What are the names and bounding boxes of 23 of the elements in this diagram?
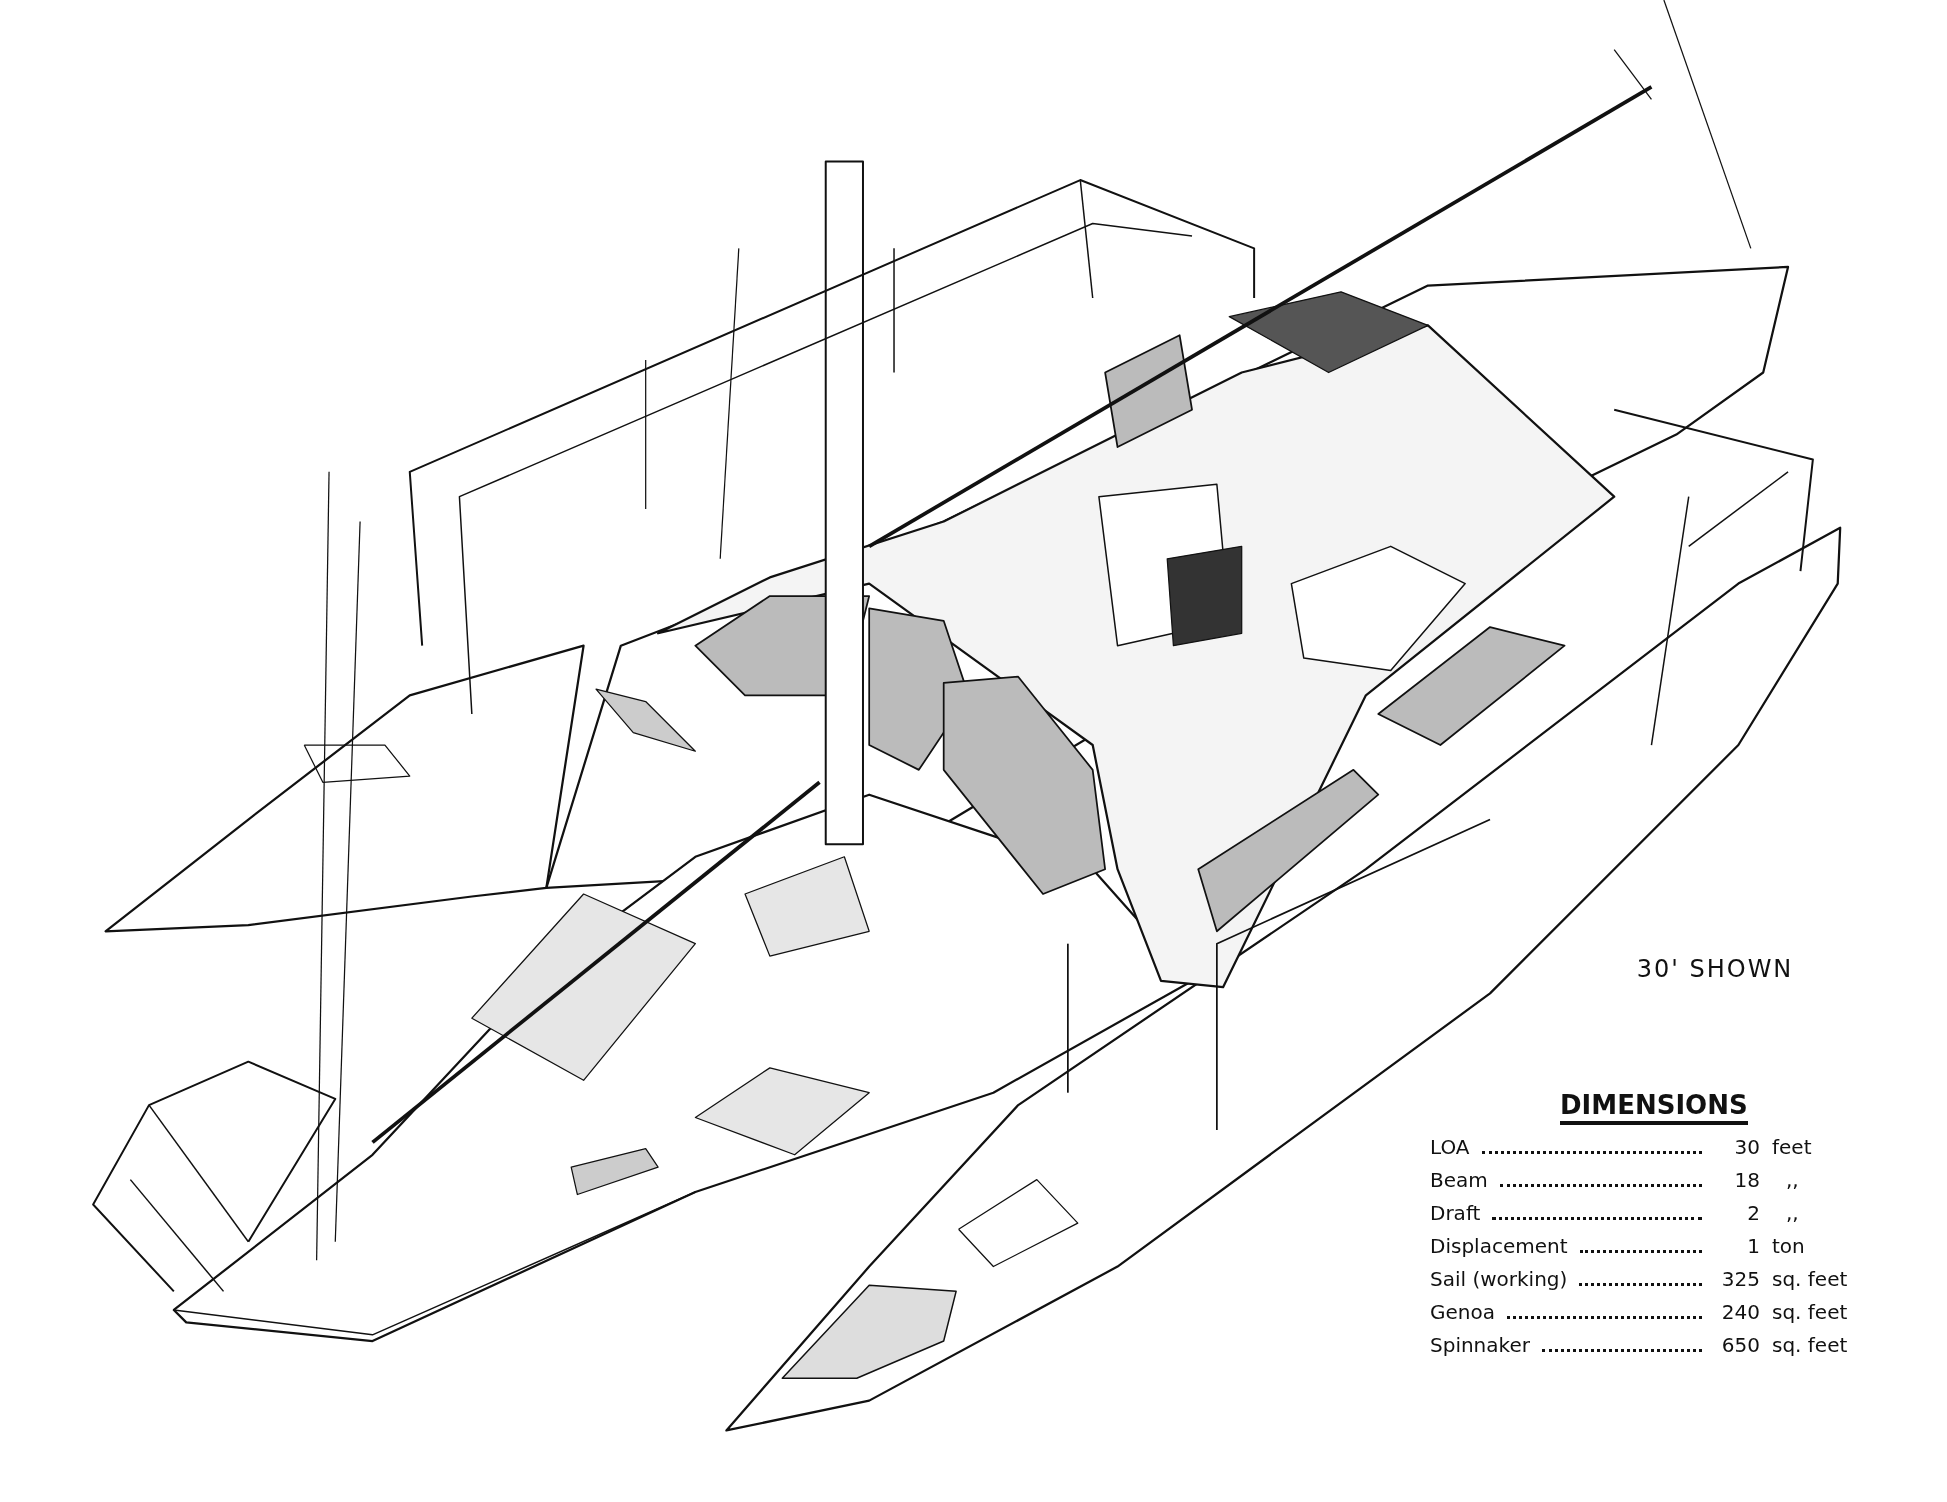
dimension-value: 240 xyxy=(1720,1300,1760,1324)
dimension-name: Beam xyxy=(1430,1168,1702,1192)
dimension-value: 1 xyxy=(1746,1234,1760,1258)
dimension-name: Displacement xyxy=(1430,1234,1702,1258)
dimension-value: 650 xyxy=(1720,1333,1760,1357)
dimension-unit: sq. feet xyxy=(1772,1267,1848,1291)
dimension-unit: sq. feet xyxy=(1772,1300,1848,1324)
dimension-name: Sail (working) xyxy=(1430,1267,1702,1291)
dimension-name: LOA xyxy=(1430,1135,1702,1159)
dimension-name: Genoa xyxy=(1430,1300,1702,1324)
dimension-value: 30 xyxy=(1733,1135,1760,1159)
dimension-unit: feet xyxy=(1772,1135,1812,1159)
model-note: 30' SHOWN xyxy=(1635,955,1795,983)
dimension-value: 2 xyxy=(1746,1201,1760,1225)
dimension-unit: ton xyxy=(1772,1234,1805,1258)
dimension-value: 325 xyxy=(1720,1267,1760,1291)
dimension-unit: ,, xyxy=(1785,1201,1799,1225)
dimension-value: 18 xyxy=(1733,1168,1760,1192)
table-heading: DIMENSIONS xyxy=(1560,1090,1748,1125)
dimension-unit: ,, xyxy=(1785,1168,1799,1192)
dimension-name: Draft xyxy=(1430,1201,1702,1225)
dimension-name: Spinnaker xyxy=(1430,1333,1702,1357)
dimension-unit: sq. feet xyxy=(1772,1333,1848,1357)
